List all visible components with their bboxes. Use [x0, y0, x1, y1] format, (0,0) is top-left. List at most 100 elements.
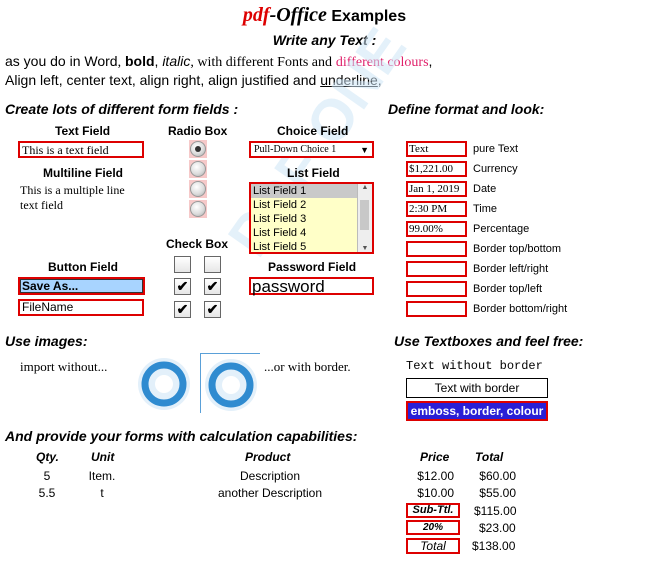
ring-image-1 [136, 356, 192, 412]
filename-field[interactable]: FileName [18, 299, 144, 316]
format-label: Time [473, 203, 498, 215]
format-field[interactable]: $1,221.00 [406, 161, 467, 177]
format-field[interactable] [406, 301, 467, 317]
checkbox-3[interactable]: ✔ [174, 278, 191, 295]
check-icon: ✔ [176, 278, 189, 294]
multiline-field[interactable]: This is a multiple line text field [20, 183, 125, 213]
format-heading: Define format and look: [388, 101, 545, 117]
intro-comma: , [154, 53, 159, 69]
subtotal-label: Sub-Ttl. [406, 503, 460, 518]
intro-line-1: as you do in Word, bold, italic, with di… [5, 53, 432, 71]
col-price: Price [420, 450, 450, 464]
list-item[interactable]: List Field 4 [253, 227, 307, 239]
text-field-input[interactable]: This is a text field [18, 141, 144, 158]
intro-comma: , [117, 55, 122, 70]
list-item[interactable]: List Field 1 [251, 184, 357, 198]
radio-button-1[interactable] [190, 141, 206, 157]
format-field[interactable]: Jan 1, 2019 [406, 181, 467, 197]
password-field[interactable]: password [249, 277, 374, 295]
title-pdf: pdf [242, 4, 270, 26]
calc-cell-total[interactable]: $60.00 [479, 469, 516, 483]
checkbox-6[interactable]: ✔ [204, 301, 221, 318]
checkbox-1[interactable] [174, 256, 191, 273]
save-as-button[interactable]: Save As... [18, 277, 145, 295]
calc-cell-unit[interactable]: Item. [88, 469, 116, 483]
list-label: List Field [287, 166, 340, 180]
total-label: Total [406, 538, 460, 554]
ring-icon [138, 358, 190, 410]
multiline-line-2: text field [20, 198, 63, 212]
intro-text: as you do in Word [5, 53, 118, 69]
choice-value: Pull-Down Choice 1 [254, 144, 337, 155]
intro-colour: different colours [335, 55, 429, 70]
calc-cell-price[interactable]: $10.00 [417, 486, 454, 500]
calc-cell-price[interactable]: $12.00 [417, 469, 454, 483]
forms-heading: Create lots of different form fields : [5, 101, 239, 117]
choice-dropdown[interactable]: Pull-Down Choice 1 ▼ [249, 141, 374, 158]
subtotal-value: $115.00 [474, 504, 517, 518]
radio-button-4[interactable] [190, 201, 206, 217]
format-field[interactable]: 2:30 PM [406, 201, 467, 217]
format-label: Border left/right [473, 263, 549, 275]
checkbox-2[interactable] [204, 256, 221, 273]
scroll-up-icon[interactable]: ▲ [361, 184, 369, 191]
intro-comma: , [428, 53, 433, 69]
intro-align: Align left, center text, align right, al… [5, 72, 317, 88]
radio-button-2[interactable] [190, 161, 206, 177]
list-item[interactable]: List Field 2 [253, 199, 307, 211]
calc-heading: And provide your forms with calculation … [5, 428, 358, 444]
col-unit: Unit [91, 450, 115, 464]
tax-value: $23.00 [479, 521, 516, 535]
check-icon: ✔ [206, 278, 219, 294]
checkbox-label: Check Box [166, 237, 229, 251]
text-without-border: Text without border [406, 359, 543, 373]
scroll-down-icon[interactable]: ▼ [361, 245, 369, 252]
format-label: pure Text [473, 143, 519, 155]
format-field[interactable]: Text [406, 141, 467, 157]
intro-comma: , [377, 72, 382, 88]
calc-cell-product[interactable]: another Description [217, 486, 323, 500]
calc-cell-qty[interactable]: 5.5 [38, 486, 56, 500]
subtitle: Write any Text : [272, 32, 377, 48]
import-without-text: import without... [20, 359, 108, 374]
format-label: Date [473, 183, 497, 195]
page-title: pdf-Office Examples [0, 4, 649, 27]
tax-label: 20% [406, 520, 460, 535]
col-product: Product [245, 450, 291, 464]
format-field[interactable] [406, 261, 467, 277]
intro-underline: underline [320, 72, 378, 88]
format-label: Border top/left [473, 283, 543, 295]
calc-cell-qty[interactable]: 5 [43, 469, 51, 483]
text-with-border: Text with border [406, 378, 548, 398]
with-border-text: ...or with border. [264, 359, 351, 374]
title-examples: Examples [326, 8, 407, 25]
radio-dot [195, 146, 201, 152]
choice-label: Choice Field [277, 124, 349, 138]
ring-image-2 [200, 353, 260, 413]
format-field[interactable] [406, 241, 467, 257]
scrollbar[interactable]: ▲ ▼ [357, 184, 372, 252]
scrollbar-thumb[interactable] [360, 200, 369, 230]
calc-cell-total[interactable]: $55.00 [479, 486, 516, 500]
format-label: Border bottom/right [473, 303, 568, 315]
check-icon: ✔ [176, 301, 189, 317]
checkbox-5[interactable]: ✔ [174, 301, 191, 318]
calc-cell-unit[interactable]: t [100, 486, 104, 500]
check-icon: ✔ [206, 301, 219, 317]
calc-cell-product[interactable]: Description [239, 469, 301, 483]
intro-bold: bold [124, 53, 155, 69]
format-field[interactable] [406, 281, 467, 297]
ring-icon [205, 359, 257, 411]
format-label: Percentage [473, 223, 530, 235]
list-item[interactable]: List Field 5 [253, 241, 307, 253]
emboss-textbox: emboss, border, colour [406, 401, 548, 421]
multiline-label: Multiline Field [43, 166, 123, 180]
checkbox-4[interactable]: ✔ [204, 278, 221, 295]
format-field[interactable]: 99.00% [406, 221, 467, 237]
radio-button-3[interactable] [190, 181, 206, 197]
chevron-down-icon[interactable]: ▼ [360, 145, 369, 155]
title-office: -Office [269, 4, 327, 26]
list-item[interactable]: List Field 3 [253, 213, 307, 225]
